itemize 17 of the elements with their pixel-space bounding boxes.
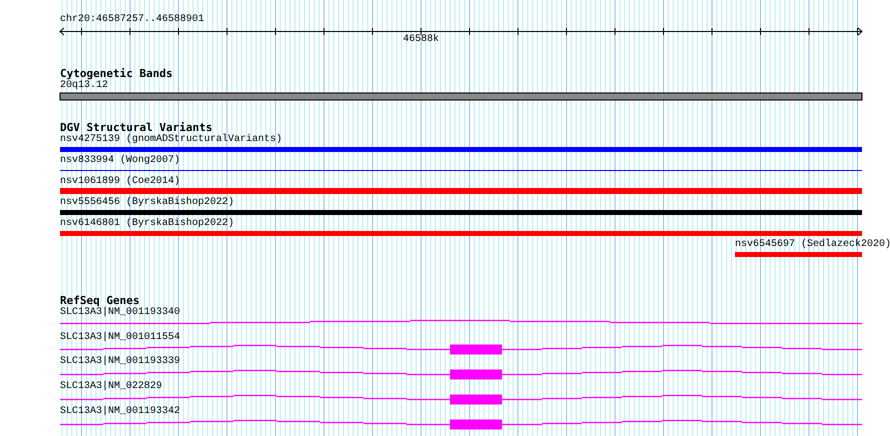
coordinate-range: chr20:46587257..46588901	[60, 14, 204, 25]
band-name: 20q13.12	[60, 80, 108, 91]
track-title: DGV Structural Variants	[60, 122, 212, 133]
variant-label: nsv4275139 (gnomADStructuralVariants)	[60, 134, 282, 145]
scale-label: 46588k	[403, 34, 440, 45]
variant-label: nsv6545697 (Sedlazeck2020)	[735, 239, 890, 250]
gene-label: SLC13A3|NM_001193339	[60, 356, 180, 367]
variant-label: nsv6146801 (ByrskaBishop2022)	[60, 218, 234, 229]
track-title: RefSeq Genes	[60, 295, 140, 306]
gene-label: SLC13A3|NM_001193342	[60, 406, 180, 417]
variant-label: nsv833994 (Wong2007)	[60, 155, 180, 166]
gene-label: SLC13A3|NM_001193340	[60, 307, 180, 318]
track-title: Cytogenetic Bands	[60, 68, 173, 79]
variant-label: nsv5556456 (ByrskaBishop2022)	[60, 197, 234, 208]
gene-label: SLC13A3|NM_022829	[60, 381, 162, 392]
variant-label: nsv1061899 (Coe2014)	[60, 176, 180, 187]
gene-label: SLC13A3|NM_001011554	[60, 332, 180, 343]
